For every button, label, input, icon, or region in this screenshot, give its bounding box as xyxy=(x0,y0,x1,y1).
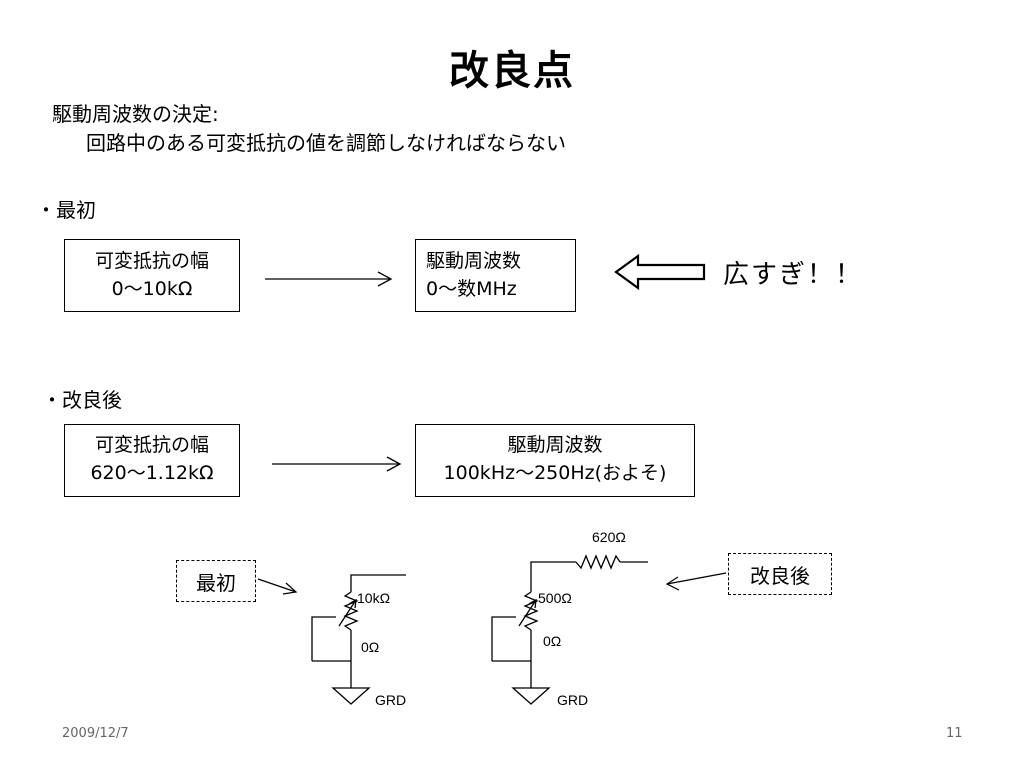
after-min-value-label: 0Ω xyxy=(543,633,561,649)
before-frequency-label: 駆動周波数 xyxy=(426,250,522,272)
after-heading: ・改良後 xyxy=(42,388,122,412)
before-comment: 広すぎ！！ xyxy=(723,260,864,290)
before-frequency-box: 駆動周波数 0〜数MHz xyxy=(415,239,576,312)
after-callout-arrow xyxy=(665,572,727,591)
after-frequency-box: 駆動周波数 100kHz〜250Hz(およそ) xyxy=(415,424,695,497)
after-ground-label: GRD xyxy=(557,692,588,708)
slide-title: 改良点 xyxy=(449,48,575,94)
before-range-value: 0〜10kΩ xyxy=(111,278,193,300)
after-callout: 改良後 xyxy=(728,553,832,595)
after-flow-arrow xyxy=(272,456,402,472)
before-frequency-value: 0〜数MHz xyxy=(426,278,517,300)
after-series-resistor-label: 620Ω xyxy=(592,529,626,545)
before-flow-arrow xyxy=(265,271,393,287)
before-pot-value-label: 10kΩ xyxy=(357,590,390,606)
intro-description: 回路中のある可変抵抗の値を調節しなければならない xyxy=(86,131,566,155)
before-callout-label: 最初 xyxy=(196,570,236,595)
ground-icon xyxy=(511,687,551,705)
after-frequency-value: 100kHz〜250Hz(およそ) xyxy=(443,462,667,484)
after-pot-value-label: 500Ω xyxy=(538,590,572,606)
after-circuit xyxy=(491,554,648,705)
before-callout: 最初 xyxy=(176,560,256,602)
before-callout-arrow xyxy=(257,578,298,595)
before-range-label: 可変抵抗の幅 xyxy=(94,250,209,272)
before-circuit xyxy=(311,574,406,705)
before-heading: ・最初 xyxy=(36,198,96,222)
intro-heading: 駆動周波数の決定: xyxy=(52,102,219,126)
after-callout-label: 改良後 xyxy=(750,563,810,588)
after-range-value: 620〜1.12kΩ xyxy=(90,462,214,484)
footer-date: 2009/12/7 xyxy=(62,726,129,741)
after-range-label: 可変抵抗の幅 xyxy=(94,434,209,456)
page-number: 11 xyxy=(946,726,963,741)
before-min-value-label: 0Ω xyxy=(361,639,379,655)
after-frequency-label: 駆動周波数 xyxy=(507,434,603,456)
before-ground-label: GRD xyxy=(375,692,406,708)
after-range-box: 可変抵抗の幅 620〜1.12kΩ xyxy=(64,424,240,497)
ground-icon xyxy=(331,687,371,705)
hollow-left-arrow-icon xyxy=(614,253,706,291)
before-range-box: 可変抵抗の幅 0〜10kΩ xyxy=(64,239,240,312)
